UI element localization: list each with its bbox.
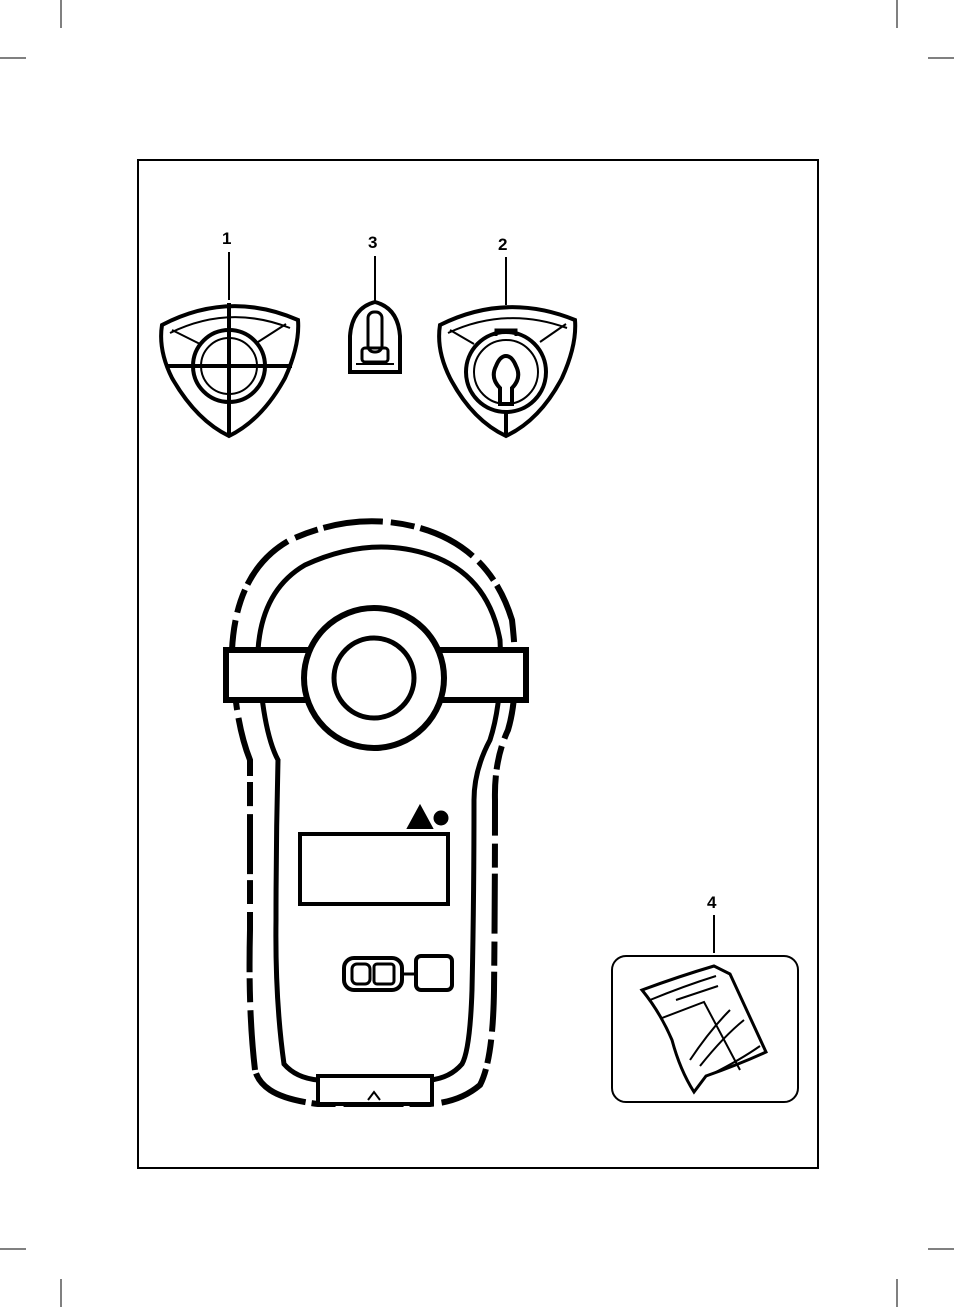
part-3-pin: 3 bbox=[350, 233, 400, 372]
pin-icon bbox=[350, 302, 400, 372]
label-2: 2 bbox=[498, 235, 507, 254]
part-4-pouch: 4 bbox=[612, 893, 798, 1102]
label-3: 3 bbox=[368, 233, 377, 252]
label-4: 4 bbox=[707, 893, 717, 912]
label-1: 1 bbox=[222, 229, 231, 248]
laser-level-device-icon bbox=[226, 521, 526, 1104]
pouch-icon bbox=[642, 966, 766, 1092]
keyhole-mount-icon bbox=[439, 307, 575, 436]
control-buttons bbox=[344, 956, 452, 990]
part-1-target-plate: 1 bbox=[161, 229, 298, 436]
part-2-wall-mount: 2 bbox=[439, 235, 575, 436]
crosshair-target-icon bbox=[161, 303, 298, 436]
display-window bbox=[300, 834, 448, 904]
